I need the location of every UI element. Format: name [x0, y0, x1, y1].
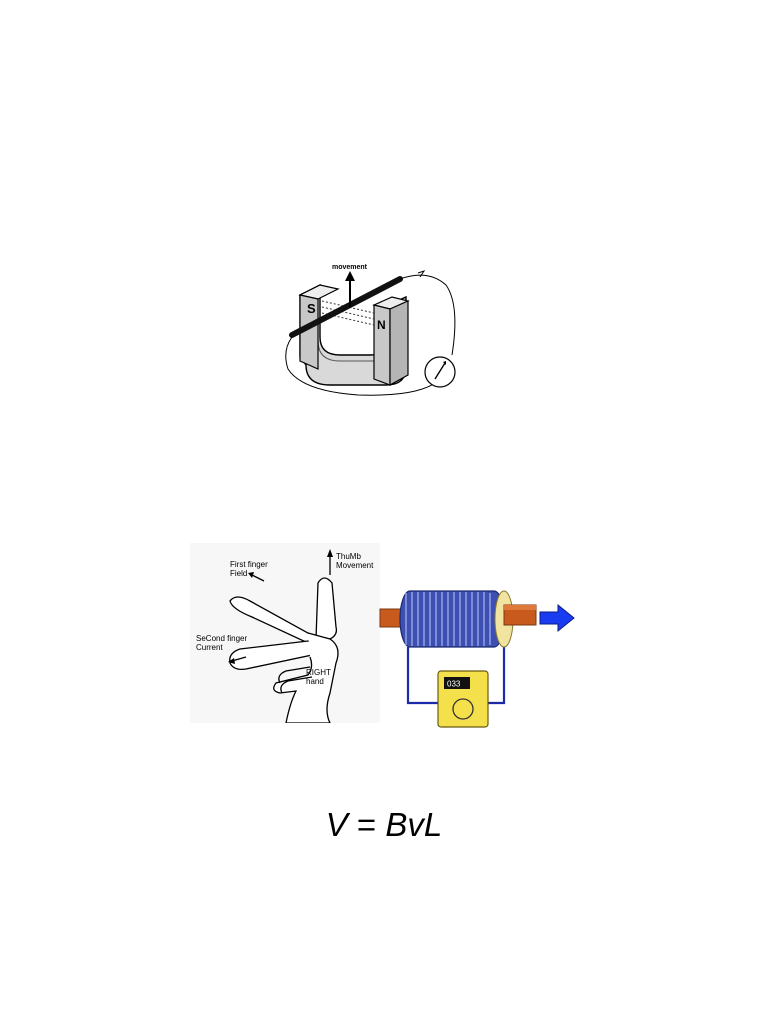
thumb-label: ThuMb: [336, 552, 361, 561]
meter-wire: [406, 647, 506, 705]
coil-diagram: 033: [379, 590, 575, 728]
n-label: N: [377, 318, 386, 332]
right-hand-diagram: First finger Field ThuMb Movement SeCond…: [190, 543, 380, 724]
equation-lhs: V: [325, 806, 348, 843]
meter-dial: [452, 698, 474, 720]
equation-operator: =: [356, 806, 377, 843]
core-left: [379, 608, 403, 628]
coil-windings: [405, 592, 491, 646]
coil-induction-figure: 033: [378, 585, 578, 730]
field-label: Field: [230, 569, 247, 578]
right-label: RIGHT: [306, 668, 331, 677]
equation-rhs: BvL: [385, 806, 443, 843]
coil-body: [399, 590, 505, 648]
hand-label: hand: [306, 677, 324, 686]
movement-label: Movement: [336, 561, 374, 570]
motion-arrow-icon: [539, 603, 575, 633]
s-label: S: [307, 301, 316, 316]
field-arrow: [251, 574, 265, 582]
right-hand-rule-figure: First finger Field ThuMb Movement SeCond…: [190, 543, 380, 724]
hand-drawing: [229, 577, 339, 724]
circuit-wire: [399, 274, 456, 356]
induced-emf-equation: V = BvL: [0, 806, 768, 844]
meter-display: [444, 677, 470, 689]
movement-label: movement: [332, 264, 368, 271]
conductor-rod: [289, 276, 403, 338]
second-finger-label: SeCond finger: [196, 634, 247, 643]
magnet-diagram: S N movement: [278, 257, 488, 410]
meter-reading: 033: [447, 680, 461, 689]
first-finger-label: First finger: [230, 560, 268, 569]
magnet-induction-figure: S N movement: [278, 257, 488, 410]
current-label: Current: [196, 643, 223, 652]
